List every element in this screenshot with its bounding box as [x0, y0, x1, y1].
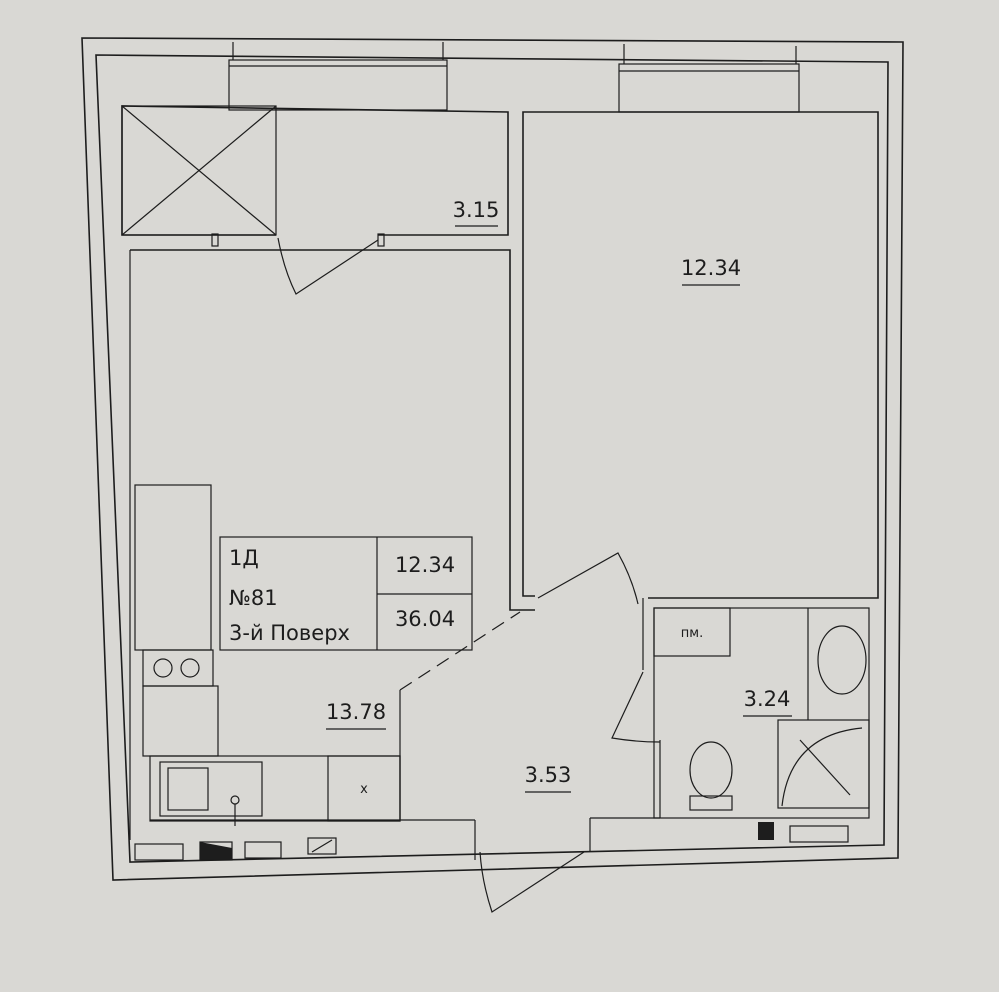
bedroom	[522, 111, 879, 605]
kitchen-living-area: 13.78	[326, 700, 386, 724]
outer-walls	[81, 37, 904, 881]
washer-label: пм.	[681, 626, 703, 641]
window-right	[618, 44, 800, 113]
bedroom-area: 12.34	[681, 256, 741, 280]
window-left	[228, 42, 448, 111]
kitchen-counter: х	[134, 484, 401, 826]
balcony	[121, 105, 509, 295]
apartment-number: №81	[229, 586, 278, 610]
fridge-label: х	[360, 782, 368, 797]
floor-label: 3-й Поверх	[229, 621, 350, 645]
bathroom: пм.	[653, 607, 870, 819]
info-box: 1Д №81 3-й Поверх 12.34 36.04	[219, 536, 473, 651]
area-labels: 3.15 12.34 13.78 3.53 3.24	[326, 198, 792, 793]
kitchen-living	[129, 249, 535, 840]
hall	[150, 598, 661, 913]
hall-area: 3.53	[525, 763, 572, 787]
total-area-value: 36.04	[395, 607, 455, 631]
bathroom-area: 3.24	[744, 687, 791, 711]
apartment-type: 1Д	[229, 546, 259, 570]
living-area-value: 12.34	[395, 553, 455, 577]
bottom-windows	[134, 822, 849, 861]
balcony-area: 3.15	[453, 198, 500, 222]
